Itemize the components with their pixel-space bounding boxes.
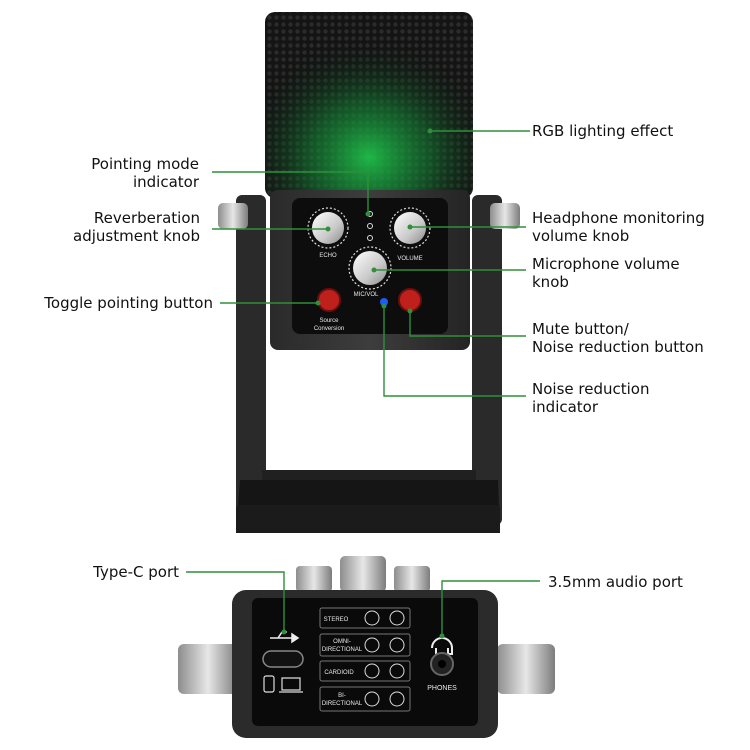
rgb-glow: [265, 12, 473, 198]
callout-pointing-mode-line1: Pointing mode: [91, 155, 199, 173]
noise-reduction-led: [380, 298, 388, 306]
callout-dots: [281, 128, 445, 639]
typec-leader-line: [186, 571, 285, 632]
bottom-mic-knob: [340, 556, 386, 592]
bottom-panel: [252, 598, 478, 726]
phones-label: PHONES: [427, 685, 457, 692]
callout-typec: Type-C port: [93, 563, 179, 581]
bi-label-1: BI-: [338, 693, 346, 699]
callout-mic-volume-line2: knob: [532, 273, 569, 291]
audio-port-leader-line: [441, 580, 540, 636]
left-thumb-screw: [218, 203, 248, 229]
callout-reverb-line1: Reverberation: [93, 209, 200, 227]
stereo-label: STEREO: [324, 617, 349, 623]
callout-mic-volume-line1: Microphone volume: [532, 255, 680, 273]
source-conversion-button[interactable]: [317, 288, 341, 312]
callout-toggle: Toggle pointing button: [44, 294, 213, 312]
callout-headphone-line1: Headphone monitoring: [532, 209, 705, 227]
bottom-volume-knob: [394, 566, 430, 592]
type-c-port[interactable]: [262, 650, 304, 668]
noise-indicator-leader-line: [383, 306, 526, 397]
bidirectional-led: [389, 691, 405, 707]
callout-rgb-line1: RGB lighting effect: [532, 122, 674, 140]
phone-icon: [263, 675, 275, 693]
callout-mute-line1: Mute button/: [532, 320, 629, 338]
callout-headphone-line2: volume knob: [532, 227, 630, 245]
microphone-front-view: ECHO VOLUME MIC/VOL Source Conversion: [218, 12, 520, 533]
mic-volume-knob[interactable]: [353, 251, 387, 285]
stereo-led: [389, 610, 405, 626]
omni-label-2: DIRECTIONAL: [322, 647, 363, 653]
callout-mute-line2: Noise reduction button: [532, 338, 704, 356]
right-thumb-screw: [490, 203, 520, 229]
callout-headphone-volume: Headphone monitoring volume knob: [532, 209, 705, 245]
bidirectional-pattern-icon: [364, 691, 380, 707]
callout-audio-port-line1: 3.5mm audio port: [548, 573, 683, 591]
stand-left-arm: [236, 195, 266, 525]
bottom-left-screw: [178, 644, 238, 694]
bottom-right-screw: [497, 644, 555, 694]
callout-mute: Mute button/ Noise reduction button: [532, 320, 704, 356]
callout-pointing-mode-line2: indicator: [132, 173, 199, 191]
pointing-mode-leader-line: [212, 171, 369, 214]
source-label-2: Conversion: [314, 326, 344, 332]
omni-pattern-icon: [364, 637, 380, 653]
callout-typec-line1: Type-C port: [93, 563, 179, 581]
callout-toggle-line1: Toggle pointing button: [44, 294, 213, 312]
callout-rgb: RGB lighting effect: [532, 122, 673, 140]
omni-led: [389, 637, 405, 653]
mute-leader-line: [409, 311, 526, 337]
omni-label-1: OMNI-: [333, 639, 351, 645]
source-label-1: Source: [319, 318, 339, 324]
mute-button[interactable]: [398, 288, 422, 312]
bi-label-2: DIRECTIONAL: [322, 701, 363, 707]
cardioid-pattern-icon: [364, 663, 380, 679]
callout-noise-line2: indicator: [532, 398, 599, 416]
callout-noise-indicator: Noise reduction indicator: [532, 380, 649, 416]
laptop-icon: [279, 677, 303, 693]
callout-reverb: Reverberation adjustment knob: [73, 209, 200, 245]
callout-lines: [186, 130, 540, 636]
microphone-bottom-view: STEREO OMNI- DIRECTIONAL CARDIOID BI- DI…: [178, 556, 555, 738]
echo-label: ECHO: [319, 253, 337, 259]
stand-right-arm: [472, 195, 502, 525]
bottom-echo-knob: [296, 566, 332, 592]
stereo-pattern-icon: [364, 610, 380, 626]
cardioid-led: [389, 663, 405, 679]
cardioid-label: CARDIOID: [324, 670, 354, 676]
callout-noise-line1: Noise reduction: [532, 380, 650, 398]
callout-mic-volume: Microphone volume knob: [532, 255, 680, 291]
volume-label: VOLUME: [397, 256, 422, 262]
polar-pattern-list: STEREO OMNI- DIRECTIONAL CARDIOID BI- DI…: [319, 607, 411, 712]
headphone-icon: [431, 637, 453, 655]
callout-audio-port: 3.5mm audio port: [548, 573, 683, 591]
callout-pointing-mode: Pointing mode indicator: [91, 155, 199, 191]
callout-reverb-line2: adjustment knob: [73, 227, 200, 245]
micvol-label: MIC/VOL: [354, 292, 379, 298]
